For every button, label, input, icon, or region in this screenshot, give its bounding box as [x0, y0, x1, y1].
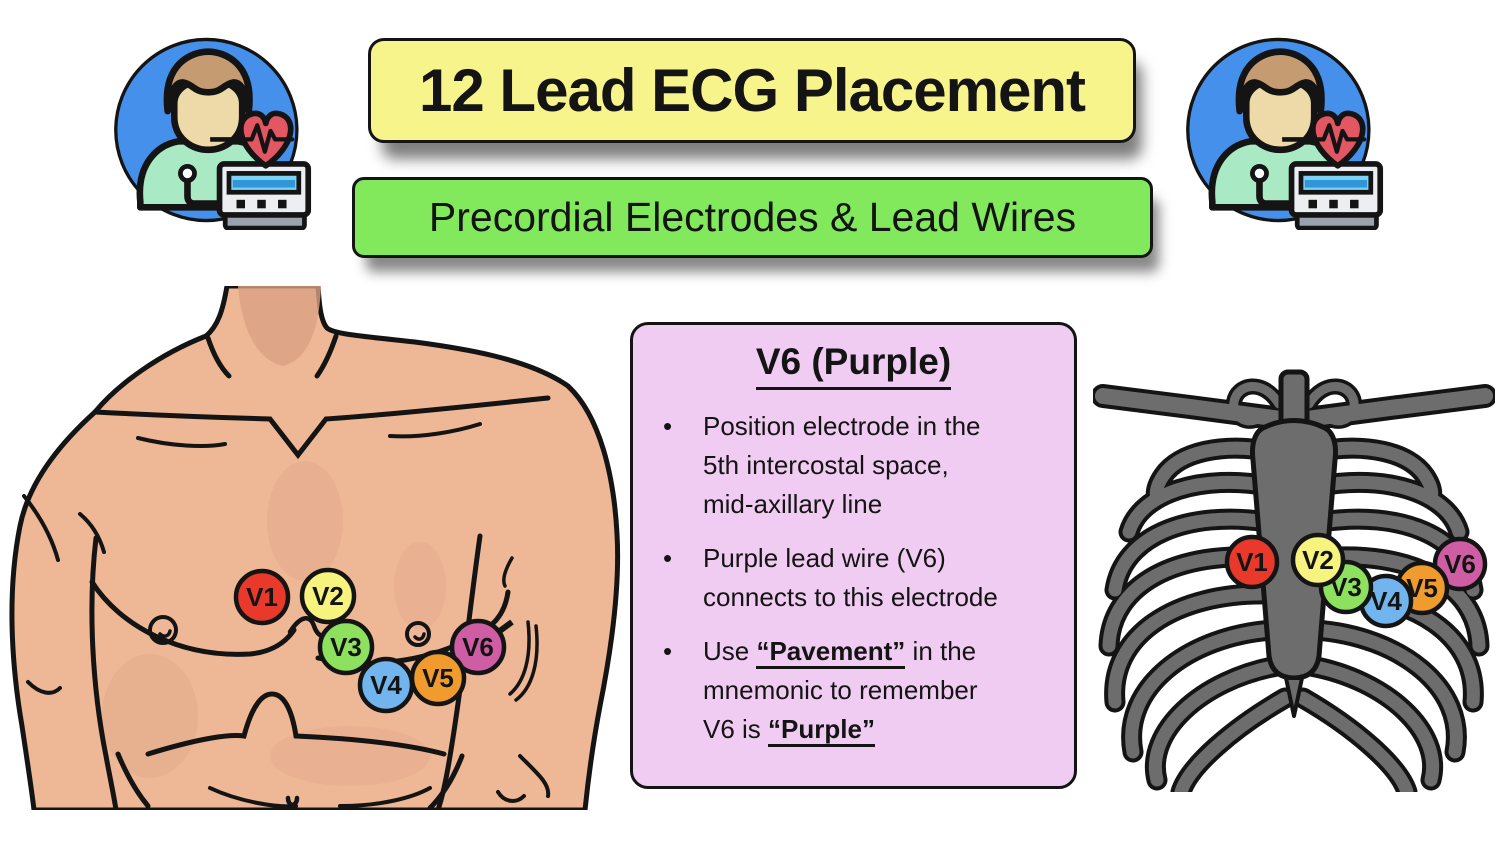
svg-text:V2: V2: [1302, 545, 1334, 575]
bullet-text: Purple lead wire (V6)connects to this el…: [703, 543, 998, 612]
electrode-v3-torso: V3: [317, 618, 375, 676]
electrode-v2-ribcage: V2: [1290, 532, 1346, 588]
svg-text:V4: V4: [370, 670, 402, 700]
title-banner: 12 Lead ECG Placement: [368, 38, 1136, 143]
bullet-marker: •: [663, 636, 673, 666]
electrode-v1-torso: V1: [233, 568, 291, 626]
svg-text:V6: V6: [462, 632, 494, 662]
patient-ecg-monitor-icon: [1184, 30, 1384, 230]
electrode-v6-ribcage: V6: [1432, 536, 1488, 592]
electrode-v2-torso: V2: [299, 567, 357, 625]
title-text: 12 Lead ECG Placement: [419, 57, 1086, 124]
bullet-marker: •: [663, 543, 673, 573]
xiphoid: [1284, 676, 1304, 718]
electrode-v1-ribcage: V1: [1224, 534, 1280, 590]
spine-stub: [1278, 369, 1310, 429]
svg-text:V1: V1: [246, 582, 278, 612]
subtitle-text: Precordial Electrodes & Lead Wires: [428, 194, 1077, 240]
svg-text:V6: V6: [1444, 549, 1476, 579]
bullet-marker: •: [663, 411, 673, 441]
svg-text:V2: V2: [312, 581, 344, 611]
svg-text:V5: V5: [422, 663, 454, 693]
electrode-v4-torso: V4: [357, 656, 415, 714]
svg-text:V4: V4: [1370, 586, 1402, 616]
info-box-title: V6 (Purple): [633, 341, 1074, 390]
svg-text:V1: V1: [1236, 547, 1268, 577]
subtitle-banner: Precordial Electrodes & Lead Wires: [352, 177, 1153, 258]
patient-ecg-monitor-icon: [112, 30, 312, 230]
svg-text:V3: V3: [330, 632, 362, 662]
electrode-v4-ribcage: V4: [1358, 573, 1414, 629]
bullet-item: • Purple lead wire (V6)connects to this e…: [663, 539, 1054, 617]
electrode-v3-ribcage: V3: [1318, 559, 1374, 615]
electrode-v6-torso: V6: [449, 618, 507, 676]
electrode-v5-torso: V5: [409, 649, 467, 707]
